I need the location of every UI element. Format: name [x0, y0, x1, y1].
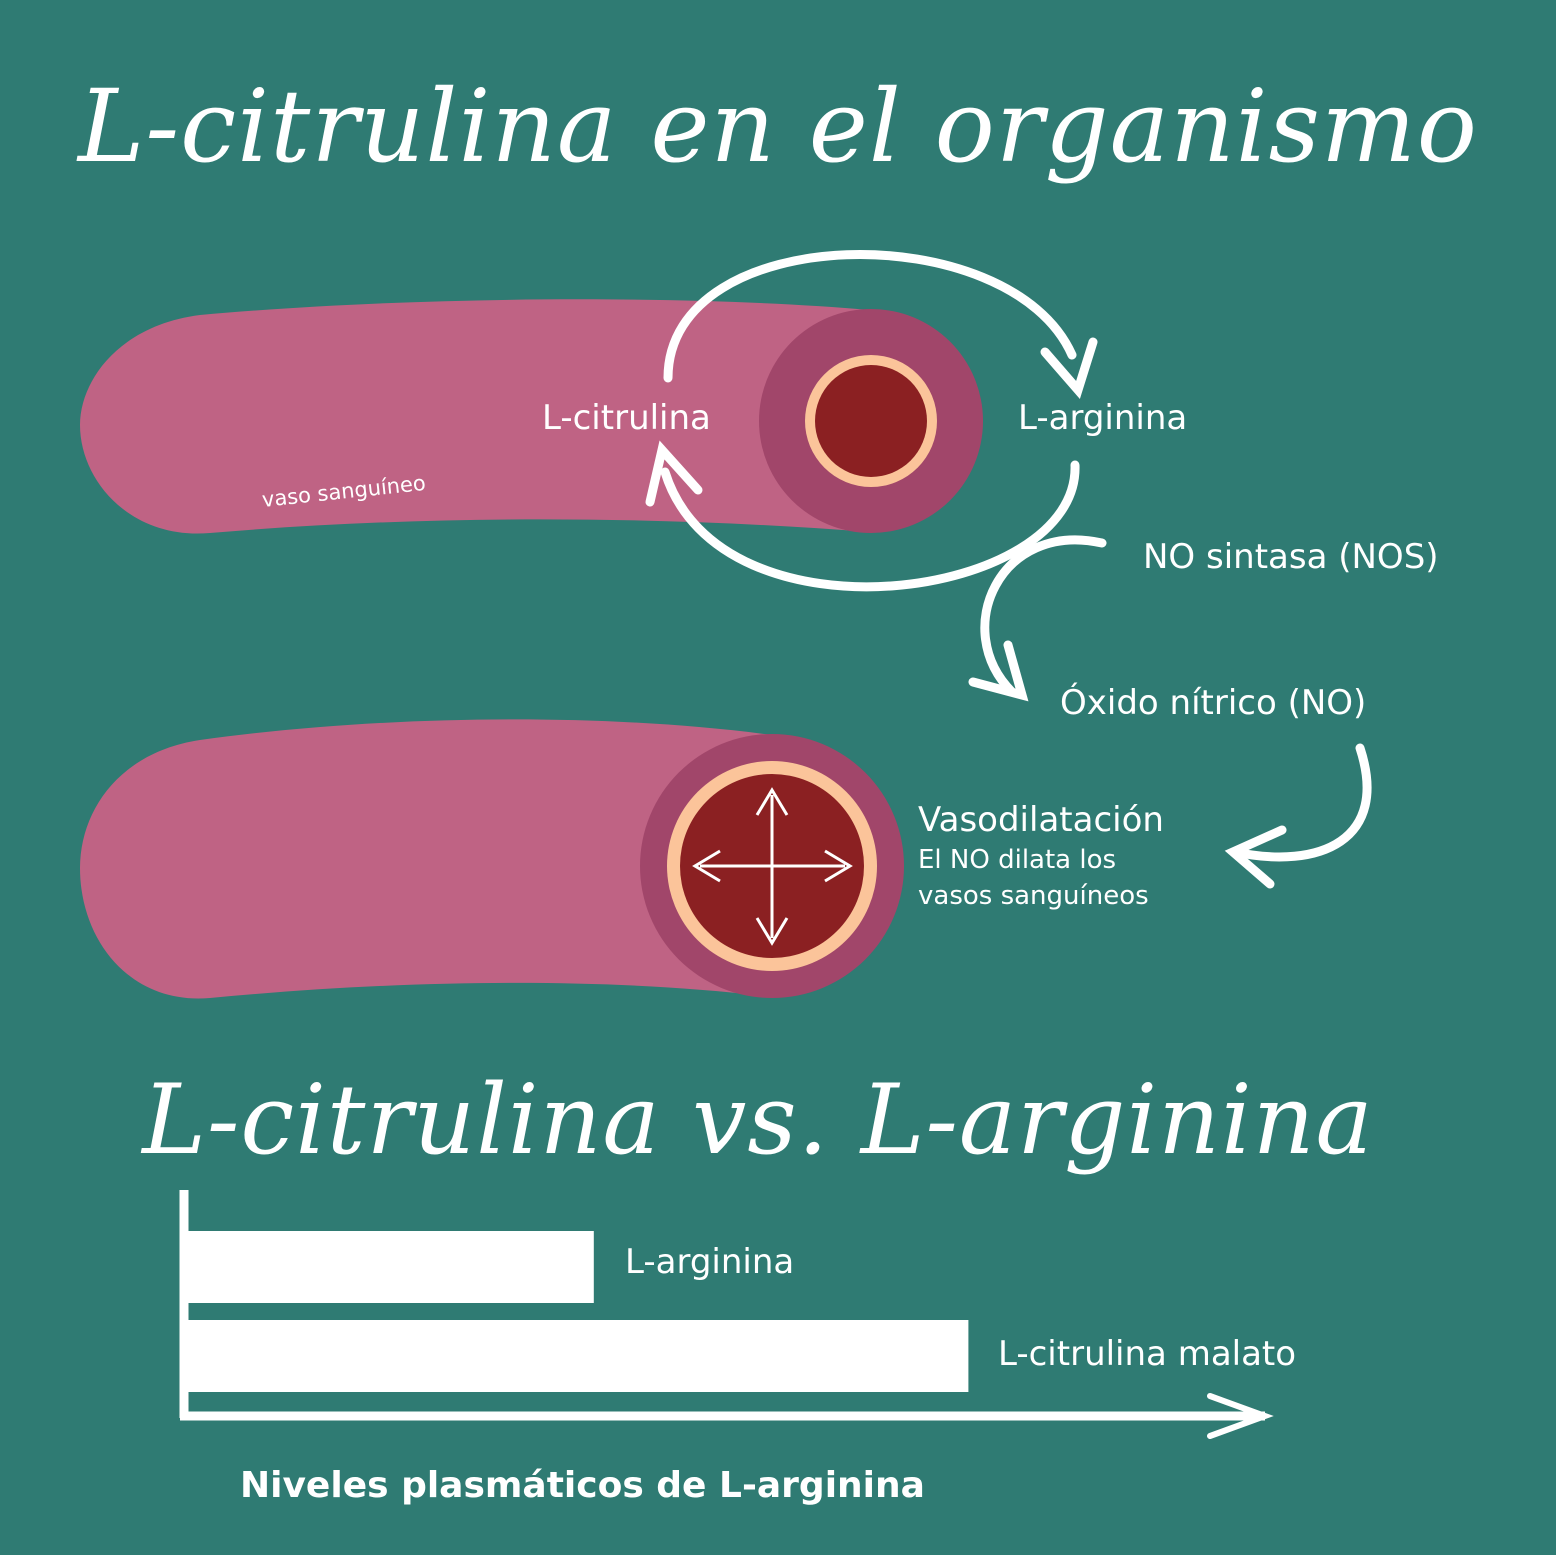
label-citrulline: L-citrulina	[542, 398, 711, 438]
dilation-arrows-icon	[692, 787, 853, 946]
chart-x-axis-label: Niveles plasmáticos de L-arginina	[240, 1465, 925, 1506]
vessel-body-bottom	[80, 719, 772, 999]
vessel-body-top	[80, 299, 870, 534]
bar-label-l-citrulina-malato: L-citrulina malato	[998, 1334, 1297, 1374]
comparison-title: L-citrulina vs. L-arginina	[142, 1064, 1374, 1176]
bar-label-l-arginina: L-arginina	[625, 1242, 795, 1282]
vasodilation-line2: vasos sanguíneos	[918, 881, 1149, 911]
vasodilation-title: Vasodilatación	[918, 800, 1164, 840]
plasma-levels-chart	[179, 1190, 1274, 1439]
arrowhead-to-citrulline-icon	[645, 440, 703, 507]
blood-vessel-bottom	[80, 719, 904, 999]
arrow-arginine-to-citrulline-icon	[660, 460, 1080, 592]
blood-vessel-top	[80, 299, 983, 534]
arrow-citrulline-to-arginine-icon	[663, 250, 1077, 383]
arrowhead-to-arginine-icon	[1040, 337, 1098, 400]
label-nitric-oxide: Óxido nítrico (NO)	[1060, 683, 1367, 723]
main-title: L-citrulina en el organismo	[77, 68, 1479, 185]
chart-x-axis-arrowhead-icon	[1207, 1393, 1274, 1439]
vessel-lumen-top	[815, 365, 927, 477]
vasodilation-line1: El NO dilata los	[918, 845, 1117, 875]
label-enzyme: NO sintasa (NOS)	[1143, 537, 1439, 577]
arrow-nos-branch-icon	[980, 535, 1107, 697]
arrowhead-to-vasodilation-icon	[1224, 825, 1287, 889]
arrow-to-vasodilation-icon	[1230, 743, 1372, 862]
label-arginine: L-arginina	[1018, 398, 1188, 438]
cycle-arrows	[645, 250, 1372, 889]
arrowhead-to-nitric-oxide-icon	[968, 640, 1029, 702]
bar-l-arginina	[188, 1231, 594, 1303]
bar-l-citrulina-malato	[188, 1320, 969, 1392]
